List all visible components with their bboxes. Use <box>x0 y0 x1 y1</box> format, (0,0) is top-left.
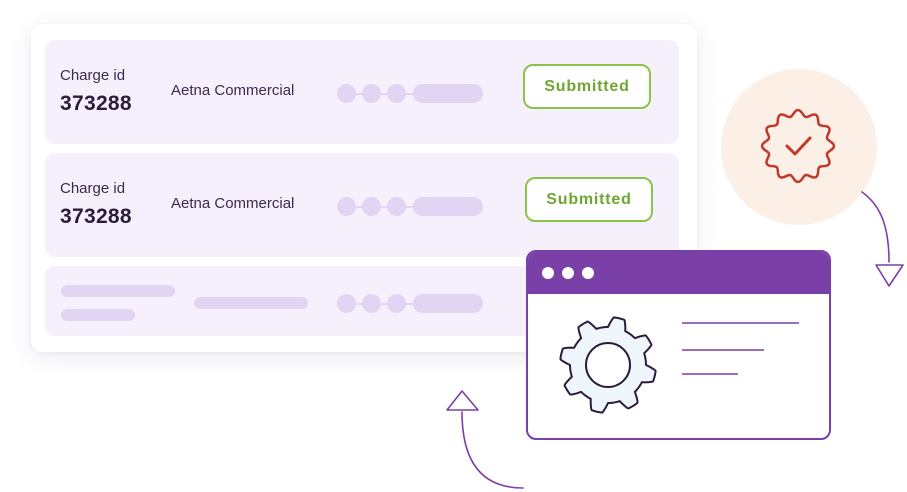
charge-row[interactable]: Charge id 373288 Aetna Commercial Submit… <box>45 40 679 144</box>
window-dot <box>562 267 574 279</box>
charge-id-value: 373288 <box>60 205 132 228</box>
arrow-down-icon <box>861 191 904 287</box>
gear-icon <box>559 316 657 414</box>
skeleton-line <box>61 285 175 297</box>
progress-placeholder <box>337 197 483 217</box>
status-badge: Submitted <box>525 177 653 222</box>
verified-badge-circle <box>721 69 877 225</box>
arrow-up-icon <box>446 390 524 489</box>
payer-name: Aetna Commercial <box>171 195 295 212</box>
verified-badge-icon <box>760 108 836 184</box>
window-dot <box>542 267 554 279</box>
progress-placeholder <box>337 294 483 314</box>
skeleton-line <box>194 297 308 309</box>
charge-id-label: Charge id <box>60 67 126 84</box>
charge-id-label: Charge id <box>60 180 126 197</box>
settings-window <box>526 250 831 440</box>
charge-row[interactable]: Charge id 373288 Aetna Commercial Submit… <box>45 153 679 257</box>
status-badge: Submitted <box>523 64 651 109</box>
payer-name: Aetna Commercial <box>171 82 295 99</box>
skeleton-line <box>61 309 135 321</box>
charge-id-value: 373288 <box>60 92 132 115</box>
window-dot <box>582 267 594 279</box>
progress-placeholder <box>337 84 483 104</box>
charges-card: Charge id 373288 Aetna Commercial Submit… <box>31 24 697 352</box>
window-content <box>559 316 799 414</box>
window-titlebar <box>528 252 829 294</box>
